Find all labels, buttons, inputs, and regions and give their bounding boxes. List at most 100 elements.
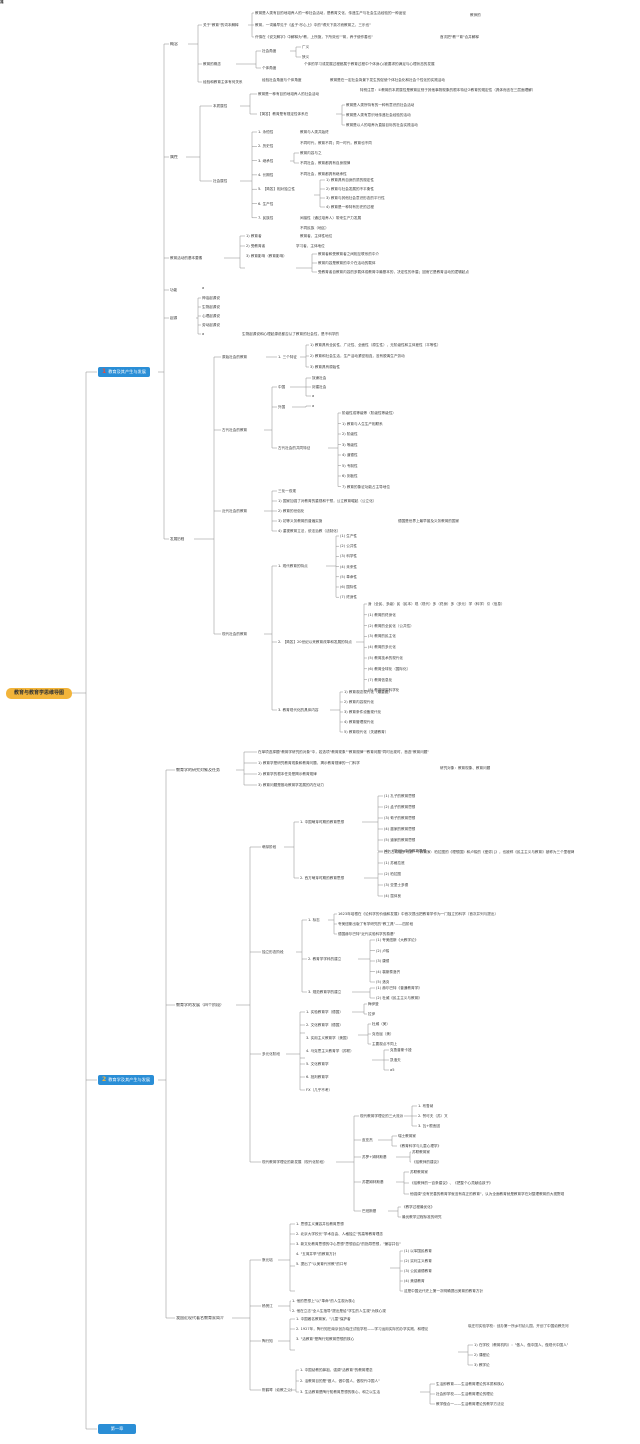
map-node[interactable]: (4) 裴斯泰洛齐	[376, 969, 401, 974]
map-node[interactable]: 不同社会，教育都具有继承性	[300, 172, 347, 176]
map-node[interactable]: 1. 永恒性	[258, 130, 274, 134]
map-node[interactable]: 1) 教育与人生生产相联系	[342, 421, 383, 426]
map-node[interactable]: 我国近现代著名教育家简介	[176, 1316, 224, 1320]
map-node[interactable]: 2. 历史性	[258, 144, 274, 149]
map-node[interactable]: 属性	[170, 155, 178, 159]
map-node[interactable]: a	[312, 404, 315, 408]
map-node[interactable]: 不同社会，教育都具有自身规律	[300, 161, 351, 165]
map-node[interactable]: 苏联教育家	[412, 1150, 430, 1154]
map-node[interactable]: 教育是一种有目的地培养人的社会活动	[258, 92, 320, 96]
map-node[interactable]: 教育活动的基本要素	[170, 256, 203, 260]
map-node[interactable]: (4) 美感教育	[404, 1279, 425, 1283]
map-node[interactable]: a	[312, 394, 315, 398]
map-node[interactable]: 2. 文化教育学（德国）	[306, 1023, 343, 1027]
map-node[interactable]: 教育学的发展（四个阶段）	[176, 1003, 224, 1007]
map-node[interactable]: (3) 公民道德教育	[404, 1269, 432, 1273]
map-node[interactable]: 2. 赞可夫（苏）叉	[418, 1114, 448, 1118]
map-node[interactable]: 受教育者自教育内容的多载体成教育中最基本的，决定性的矛盾；因而它是教育活动的逻辑…	[318, 270, 469, 274]
map-node[interactable]: 发展历程	[170, 537, 185, 541]
map-node[interactable]: 2) 受教育者	[246, 244, 266, 248]
map-node[interactable]: (7) 教育信息化	[368, 677, 393, 682]
map-node[interactable]: 1. 中国著名教育家，"儿童"保护者	[296, 1317, 351, 1321]
map-node[interactable]: 三化一双规	[278, 489, 296, 493]
map-node[interactable]: 间接性（通过培养人）带来生产力发展	[300, 216, 362, 220]
map-node[interactable]: 蔡元培	[262, 1258, 273, 1262]
map-node[interactable]: 3) 教育与其他社会意识形态的平行性	[326, 196, 385, 200]
map-node[interactable]: 学习者、主体地位	[296, 244, 325, 248]
map-node[interactable]: 《给教师的建议》	[412, 1160, 441, 1164]
map-node[interactable]: 个体的学习或发展过程都属于教育过程中个体身心/被要求的满足与心理状态的发展	[304, 62, 435, 66]
map-node[interactable]: 原始社会的教育	[222, 355, 248, 359]
map-node[interactable]: (6) 教育全球化（国际化）	[368, 666, 411, 671]
map-node[interactable]: 《教育科学与儿童心理学》	[398, 1144, 442, 1148]
map-node[interactable]: (8) 教育研究科学化	[368, 688, 400, 693]
map-node[interactable]: 3) 教育条件设备现代化	[344, 710, 382, 714]
map-node[interactable]: 5. 文化教育学	[306, 1062, 329, 1066]
map-node[interactable]: 德国赫尔巴特"近代实验科学的奠基"	[338, 932, 396, 936]
map-node[interactable]: 2) 教育和社会生活，生产活动紧密相连，没有脱离生产劳动	[310, 354, 405, 358]
map-node[interactable]: 1) 教育者	[246, 234, 262, 238]
map-node[interactable]: 教育是人类有目的地培养人的一种社会活动，是教育文化、传递生产与社会生活经验的一种…	[255, 11, 406, 15]
map-node[interactable]: 3. 继承性	[258, 158, 274, 163]
map-node[interactable]: 7) 教育的象征功能占主导地位	[342, 484, 390, 489]
map-node[interactable]: 3) 教育影响（教育影响）	[246, 254, 287, 258]
map-node[interactable]: (2) 教育的全民化（公共性）	[368, 623, 414, 628]
map-node[interactable]: 《教学过程最优化》	[402, 1205, 435, 1209]
map-node[interactable]: 2. 1927年，陶行知在南京创办晓庄试验学校——学习运用实际的办学实践、和理论	[296, 1327, 429, 1331]
map-node[interactable]: 4) 教育管理现代化	[344, 720, 374, 724]
map-node[interactable]: 中国	[278, 385, 286, 389]
map-node[interactable]: 2) 阶级性	[342, 432, 358, 436]
map-node[interactable]: 3) 等级性	[342, 442, 358, 447]
map-node[interactable]: 克鲁普斯卡娅	[390, 1048, 412, 1052]
map-node[interactable]: 个体角度	[262, 66, 277, 70]
map-node[interactable]: 古代社会的共同特征	[278, 446, 311, 450]
map-node[interactable]: 本质属性	[213, 104, 228, 108]
map-node[interactable]: 生物起源说	[202, 305, 220, 309]
map-node[interactable]: 6. 生产性	[258, 201, 274, 206]
map-node[interactable]: 杨贤江	[262, 1304, 273, 1308]
map-node[interactable]: 1623年培根在《论科学的价值和发展》中首次提出把教育学作为一门独立的科学（首次…	[338, 912, 499, 916]
map-node[interactable]: 狭义	[302, 55, 310, 59]
map-node[interactable]: (5) 革命性	[340, 574, 358, 579]
map-node[interactable]: 关于"教育"的词本解释	[203, 23, 239, 27]
map-node[interactable]: 1. 三个特征	[278, 355, 297, 359]
map-node[interactable]: 1) 教育学是研究教育现象和教育问题，揭示教育规律的一门科学	[258, 761, 360, 765]
map-node[interactable]: 教育是人类有意识地传递社会经验的活动	[346, 113, 411, 117]
map-node[interactable]: 西方古希腊罗马第一个教育家：柏拉图的《理想国》和卢梭的《爱弥儿》，也被称《民主主…	[384, 850, 575, 854]
map-node[interactable]: 答	[0, 0, 4, 4]
map-node[interactable]: 在单项选择题"教育学研究的对象"中，若选项"教育现象""教育规律""教育问题"同…	[258, 750, 430, 754]
map-node[interactable]: (1) 以军国民教育	[404, 1249, 432, 1253]
map-node[interactable]: 苏罗+姆林斯基	[362, 1155, 387, 1159]
map-node[interactable]: 苏联教育家	[410, 1170, 428, 1174]
map-node[interactable]: 2) 教育学的根本任务是揭示教育规律	[258, 772, 317, 776]
map-node[interactable]: 5. 【简答】相对独立性	[258, 187, 295, 192]
map-node[interactable]: 3. 新文化教育思想的中心思想"思想自由"的指导思想，"兼容并包"	[296, 1242, 401, 1246]
map-node[interactable]: 教育是人类所特有的一种有意识的社会活动	[346, 103, 415, 107]
map-node[interactable]: 7. 民族性	[258, 215, 274, 220]
root-node[interactable]: 教育与教育学思维导图	[6, 688, 72, 699]
map-node[interactable]: (2) 公共性	[340, 544, 358, 549]
map-node[interactable]: 阶级性成等级等（阶级性等级性）	[342, 411, 396, 415]
map-node[interactable]: 现代社会的教育	[222, 632, 248, 636]
map-node[interactable]: (4) 未来性	[340, 564, 358, 569]
map-node[interactable]: 巴班斯基	[362, 1209, 377, 1213]
map-node[interactable]: 5. 提出了"以美育代宗教"的口号	[296, 1262, 348, 1266]
map-node[interactable]: 3) 初等义务教育的普遍实施	[278, 519, 323, 523]
map-node[interactable]: 2. 【简答】20世纪以来教育改革和发展的特点	[278, 640, 352, 644]
map-node[interactable]: 教育是在一定社会背景下发生的促使个体社会化和社会个性化的实践活动	[330, 78, 445, 82]
map-node[interactable]: FX（几乎不考）	[306, 1088, 333, 1092]
map-node[interactable]: 4. 马克思主义教育学（苏联）	[306, 1049, 354, 1053]
map-node[interactable]: 【	[0, 0, 4, 4]
map-node[interactable]: 奴隶社会	[312, 376, 327, 380]
map-node[interactable]: 社会属性	[213, 179, 228, 183]
map-node[interactable]: 陈鹤琴（幼教之父）	[262, 1388, 295, 1392]
map-node[interactable]: 教育是以人的培养为直接目标的社会实践活动	[346, 123, 418, 127]
map-node[interactable]: (6) 国际性	[340, 585, 358, 589]
map-node[interactable]: 3) 教育具有原始性	[310, 365, 340, 369]
map-node[interactable]: 现代教育学理论的三大流派	[360, 1114, 404, 1118]
map-node[interactable]: 1. 实验教育学（德国）	[306, 1010, 343, 1014]
map-node[interactable]: 社会角度	[262, 49, 277, 53]
map-node[interactable]: 生物起源说和心理起源说都否认了教育的社会性，是不科学的	[242, 332, 340, 336]
map-node[interactable]: (2) 卢梭	[376, 948, 390, 953]
